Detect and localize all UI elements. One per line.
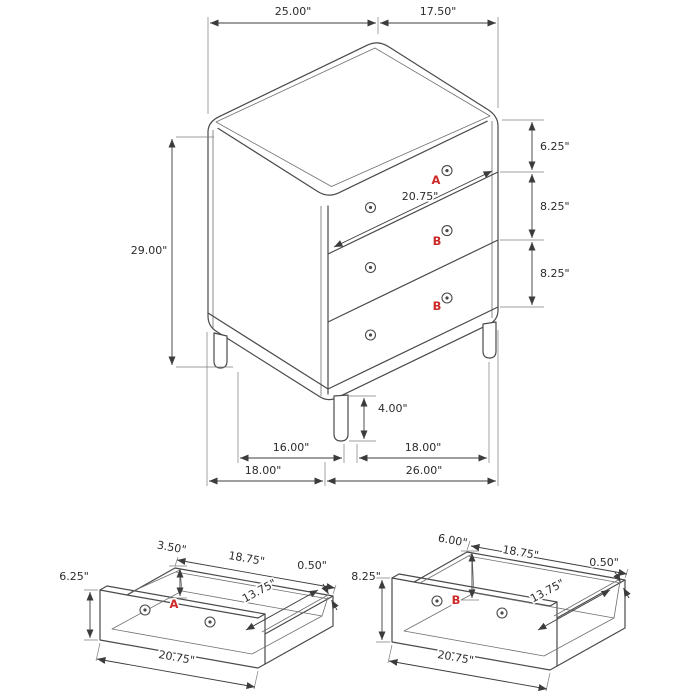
dimension-line-b-overall-width (388, 659, 548, 691)
drawer-b-interior-bottom (403, 592, 615, 657)
dim-drawer1-height: 6.25" (540, 140, 570, 153)
drawer-knob-dot-icon (445, 296, 449, 300)
drawer1-label: A (432, 173, 441, 187)
dim-a-back-height: 3.50" (156, 539, 187, 557)
main-chest-view: 25.00" 17.50" 29.00" 6.25" 8.25" 8.25" 2… (129, 3, 571, 486)
dimension-arrow-a-thickness-2 (331, 599, 339, 611)
drawer-knob-dot-icon (368, 265, 373, 270)
dim-b-overall-width: 20.75" (436, 648, 474, 667)
drawer-a-detail-label: A (170, 597, 179, 611)
dim-top-width: 25.00" (275, 5, 312, 18)
extension-lines (176, 17, 544, 486)
dim-b-front-height: 8.25" (351, 570, 381, 583)
drawer-b-silhouette (391, 551, 626, 671)
drawer-knob-dot-icon (368, 333, 373, 337)
leg-front (333, 394, 349, 442)
dimension-line-a-interior-depth (245, 589, 319, 631)
drawer-b-front-top-edge (413, 581, 551, 607)
drawer-knob-dot-icon (368, 205, 373, 210)
drawer3-label: B (433, 299, 442, 313)
leg-left (213, 332, 228, 369)
dimension-arrow-a-thickness-1 (321, 583, 329, 595)
dim-base-left: 16.00" (273, 441, 310, 454)
dim-top-depth: 17.50" (420, 5, 457, 18)
drawer-knob-dot-icon (445, 169, 449, 173)
leg-right (482, 321, 497, 359)
dimension-line-interior-width (333, 170, 493, 248)
dim-overall-height: 29.00" (131, 244, 168, 257)
dimension-arrow-b-thickness-2 (623, 587, 631, 599)
drawer-knob-dot-icon (445, 229, 449, 233)
dimension-arrow-b-thickness-1 (613, 571, 621, 583)
edge-roundover-lines (212, 121, 493, 396)
dim-b-back-height: 6.00" (437, 532, 468, 550)
dim-overall-depth: 18.00" (245, 464, 282, 477)
drawer-a-interior-bottom (111, 590, 323, 655)
drawer-knob-dot-icon (500, 611, 504, 615)
drawer-b-detail-label: B (452, 593, 461, 607)
dim-overall-width: 26.00" (406, 464, 443, 477)
dimension-line-b-interior-depth (537, 589, 611, 631)
drawer2-label: B (433, 234, 442, 248)
drawer-knob-dot-icon (208, 620, 212, 624)
drawer-b-detail: 8.25" 6.00" 18.75" 0.50" 13.75" 20.75" B (349, 530, 631, 692)
dim-a-front-height: 6.25" (59, 570, 89, 583)
dim-a-wall-thickness: 0.50" (297, 559, 327, 572)
drawer-a-silhouette (99, 567, 334, 669)
dim-leg-height: 4.00" (378, 402, 408, 415)
drawer-a-detail: 6.25" 3.50" 18.75" 0.50" 13.75" 20.75" A (57, 537, 339, 690)
dim-interior-width: 20.75" (402, 190, 439, 203)
drawer-a-front-top-edge (126, 594, 259, 619)
dim-drawer2-height: 8.25" (540, 200, 570, 213)
dimension-line-a-interior-width (176, 558, 336, 590)
chest-top-roundover-inset (215, 47, 491, 187)
dim-drawer3-height: 8.25" (540, 267, 570, 280)
dimension-line-a-overall-width (96, 657, 256, 689)
dim-a-interior-width: 18.75" (227, 549, 265, 568)
drawer-knob-dot-icon (143, 608, 147, 612)
chest-silhouette (207, 42, 499, 401)
dim-b-wall-thickness: 0.50" (589, 556, 619, 569)
drawer-knob-dot-icon (435, 599, 439, 603)
dimension-line-b-interior-width (470, 544, 628, 576)
dim-base-right: 18.00" (405, 441, 442, 454)
